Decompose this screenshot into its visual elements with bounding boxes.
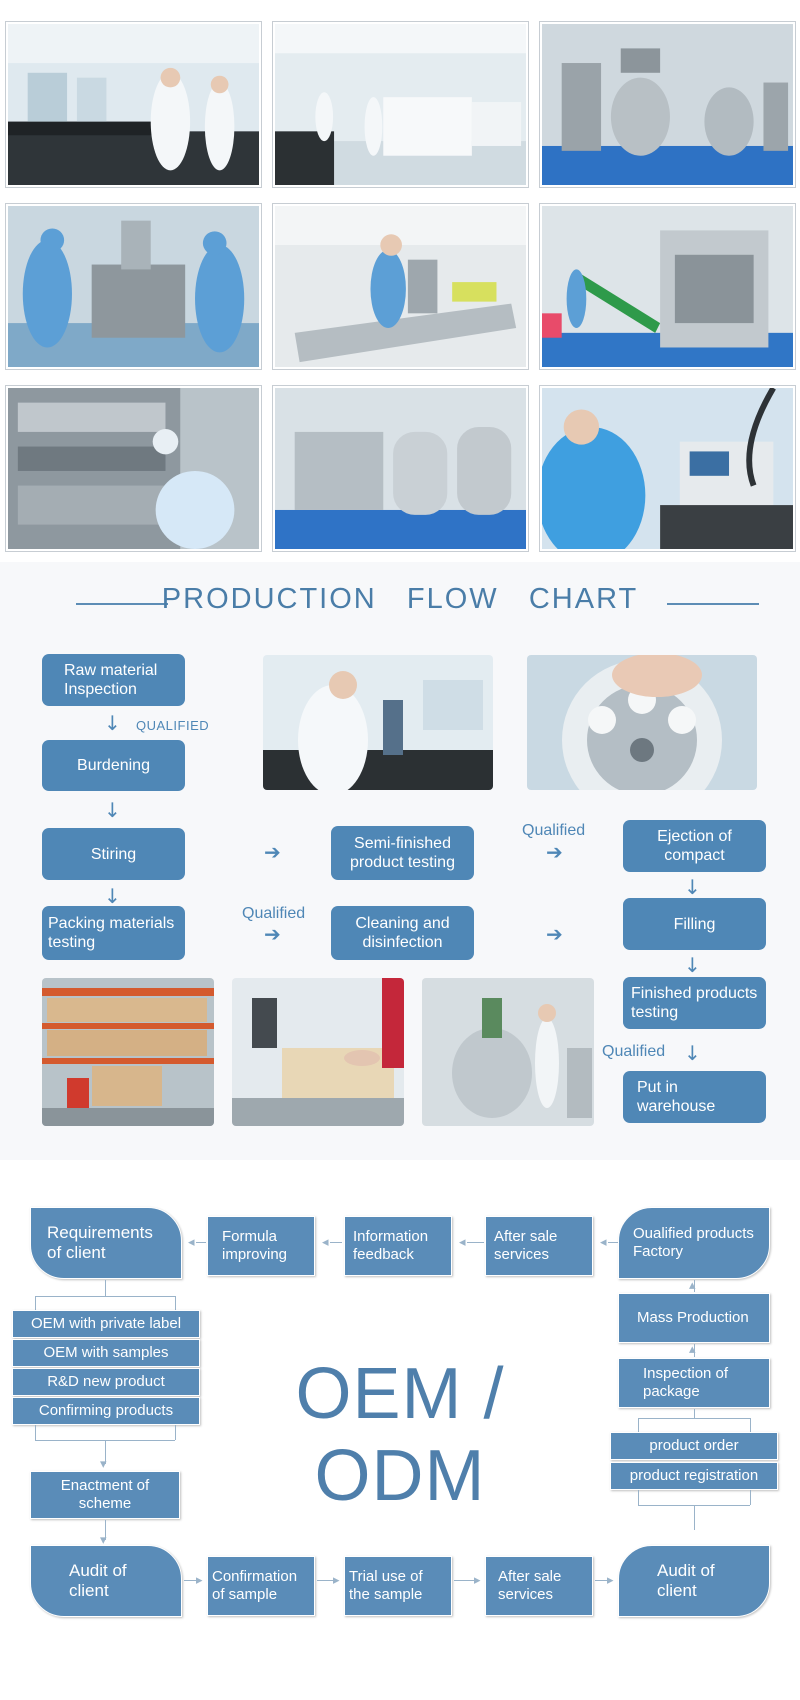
box-inspection-of-package: Inspection of package bbox=[618, 1358, 770, 1408]
box-product-order: product order bbox=[610, 1432, 778, 1460]
arrow-left-icon: ◂ bbox=[600, 1235, 607, 1250]
box-filling: Filling bbox=[623, 898, 766, 950]
box-audit-of-client-right: Audit of client bbox=[618, 1545, 770, 1617]
arrow-up-icon: ▴ bbox=[689, 1278, 696, 1293]
arrow-right-icon: ➔ bbox=[264, 840, 281, 864]
title-divider-left bbox=[76, 603, 168, 605]
photo-sachet-packer bbox=[5, 385, 262, 552]
box-packing-materials-testing: Packing materials testing bbox=[42, 906, 185, 960]
option-oem-private-label: OEM with private label bbox=[12, 1310, 200, 1338]
arrow-down-icon: ▾ bbox=[100, 1533, 107, 1548]
arrow-right-icon: ▸ bbox=[607, 1573, 614, 1588]
box-raw-material-inspection: Raw material Inspection bbox=[42, 654, 185, 706]
arrow-right-icon: ▸ bbox=[333, 1573, 340, 1588]
option-confirming-products: Confirming products bbox=[12, 1397, 200, 1425]
photo-cleanroom-lab bbox=[272, 21, 529, 188]
box-finished-products-testing: Finished products testing bbox=[623, 977, 766, 1029]
arrow-down-icon: ↓ bbox=[104, 711, 121, 735]
photo-packaging-machine bbox=[539, 203, 796, 370]
box-burdening: Burdening bbox=[42, 740, 185, 791]
photo-packaging-box bbox=[232, 978, 404, 1126]
box-stiring: Stiring bbox=[42, 828, 185, 880]
arrow-left-icon: ◂ bbox=[188, 1235, 195, 1250]
title-divider-right bbox=[667, 603, 759, 605]
arrow-down-icon: ↓ bbox=[104, 798, 121, 822]
photo-emulsifying-mixer bbox=[539, 21, 796, 188]
photo-filling-conveyor bbox=[272, 203, 529, 370]
arrow-right-icon: ▸ bbox=[196, 1573, 203, 1588]
box-qualified-products-factory: Oualified products Factory bbox=[618, 1207, 770, 1279]
photo-filling-workers bbox=[5, 203, 262, 370]
box-requirements-of-client: Requirements of client bbox=[30, 1207, 182, 1279]
box-after-sale-services-bottom: After sale services bbox=[485, 1556, 593, 1616]
photo-lab-technicians bbox=[5, 21, 262, 188]
photo-stainless-tanks bbox=[422, 978, 594, 1126]
box-audit-of-client-left: Audit of client bbox=[30, 1545, 182, 1617]
box-mass-production: Mass Production bbox=[618, 1293, 770, 1343]
arrow-down-icon: ▾ bbox=[100, 1457, 107, 1472]
arrow-down-icon: ↓ bbox=[104, 884, 121, 908]
box-semi-finished-testing: Semi-finished product testing bbox=[331, 826, 474, 880]
box-put-in-warehouse: Put in warehouse bbox=[623, 1071, 766, 1123]
arrow-left-icon: ◂ bbox=[459, 1235, 466, 1250]
arrow-right-icon: ➔ bbox=[546, 840, 563, 864]
arrow-right-icon: ▸ bbox=[474, 1573, 481, 1588]
box-formula-improving: Formula improving bbox=[207, 1216, 315, 1276]
label-qualified-1: Qualified bbox=[242, 905, 306, 922]
box-confirmation-of-sample: Confirmation of sample bbox=[207, 1556, 315, 1616]
flow-chart-title: PRODUCTION FLOW CHART bbox=[161, 583, 639, 615]
arrow-left-icon: ◂ bbox=[322, 1235, 329, 1250]
arrow-down-icon: ↓ bbox=[684, 953, 701, 977]
box-enactment-of-scheme: Enactment of scheme bbox=[30, 1471, 180, 1519]
box-cleaning-disinfection: Cleaning and disinfection bbox=[331, 906, 474, 960]
arrow-right-icon: ➔ bbox=[264, 922, 281, 946]
option-oem-with-samples: OEM with samples bbox=[12, 1339, 200, 1367]
label-qualified-2: Qualified bbox=[522, 822, 586, 839]
arrow-right-icon: ➔ bbox=[546, 922, 563, 946]
arrow-up-icon: ▴ bbox=[689, 1342, 696, 1357]
box-trial-use-of-sample: Trial use of the sample bbox=[344, 1556, 452, 1616]
label-qualified-caps: QUALIFIED bbox=[136, 718, 210, 733]
photo-warehouse bbox=[42, 978, 214, 1126]
arrow-down-icon: ↓ bbox=[684, 1041, 701, 1065]
label-qualified-3: Qualified bbox=[602, 1043, 666, 1060]
option-rd-new-product: R&D new product bbox=[12, 1368, 200, 1396]
photo-lab-mixing bbox=[263, 655, 493, 790]
box-information-feedback: Information feedback bbox=[344, 1216, 452, 1276]
box-after-sale-services-top: After sale services bbox=[485, 1216, 593, 1276]
photo-centrifuge bbox=[527, 655, 757, 790]
arrow-down-icon: ↓ bbox=[684, 875, 701, 899]
box-product-registration: product registration bbox=[610, 1462, 778, 1490]
box-ejection-of-compact: Ejection of compact bbox=[623, 820, 766, 872]
photo-water-tanks bbox=[272, 385, 529, 552]
photo-coding-machine bbox=[539, 385, 796, 552]
oem-odm-title: OEM / ODM bbox=[295, 1354, 505, 1516]
